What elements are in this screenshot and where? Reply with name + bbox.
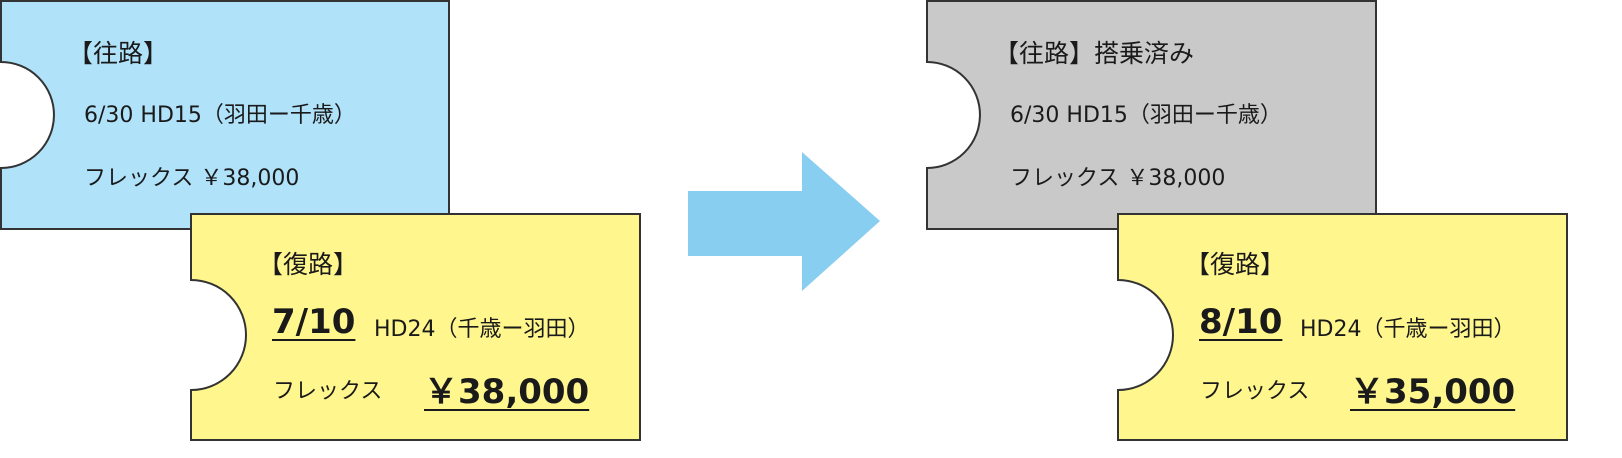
outbound-heading: 【往路】 bbox=[68, 39, 169, 68]
return-heading: 【復路】 bbox=[258, 250, 359, 279]
outbound-flight-after: 6/30 HD15（羽田ー千歳） bbox=[1010, 103, 1282, 128]
return-fare-type: フレックス bbox=[273, 379, 383, 404]
return-heading-after: 【復路】 bbox=[1185, 250, 1286, 279]
outbound-ticket-before bbox=[0, 0, 450, 230]
return-price-after: ￥35,000 bbox=[1350, 372, 1516, 412]
return-date: 7/10 bbox=[272, 302, 356, 342]
outbound-heading-boarded: 【往路】搭乗済み bbox=[994, 39, 1195, 68]
outbound-flight: 6/30 HD15（羽田ー千歳） bbox=[84, 103, 356, 128]
outbound-fare-after: フレックス ￥38,000 bbox=[1010, 166, 1226, 191]
outbound-ticket-after bbox=[926, 0, 1377, 230]
return-date-after: 8/10 bbox=[1199, 302, 1283, 342]
return-price: ￥38,000 bbox=[424, 372, 590, 412]
return-ticket-after bbox=[1117, 213, 1568, 441]
return-fare-type-after: フレックス bbox=[1200, 379, 1310, 404]
return-flight-after: HD24（千歳ー羽田） bbox=[1300, 317, 1516, 342]
return-ticket-before bbox=[190, 213, 641, 441]
return-flight: HD24（千歳ー羽田） bbox=[374, 317, 590, 342]
outbound-fare: フレックス ￥38,000 bbox=[84, 166, 300, 191]
right-arrow-icon bbox=[688, 152, 880, 291]
